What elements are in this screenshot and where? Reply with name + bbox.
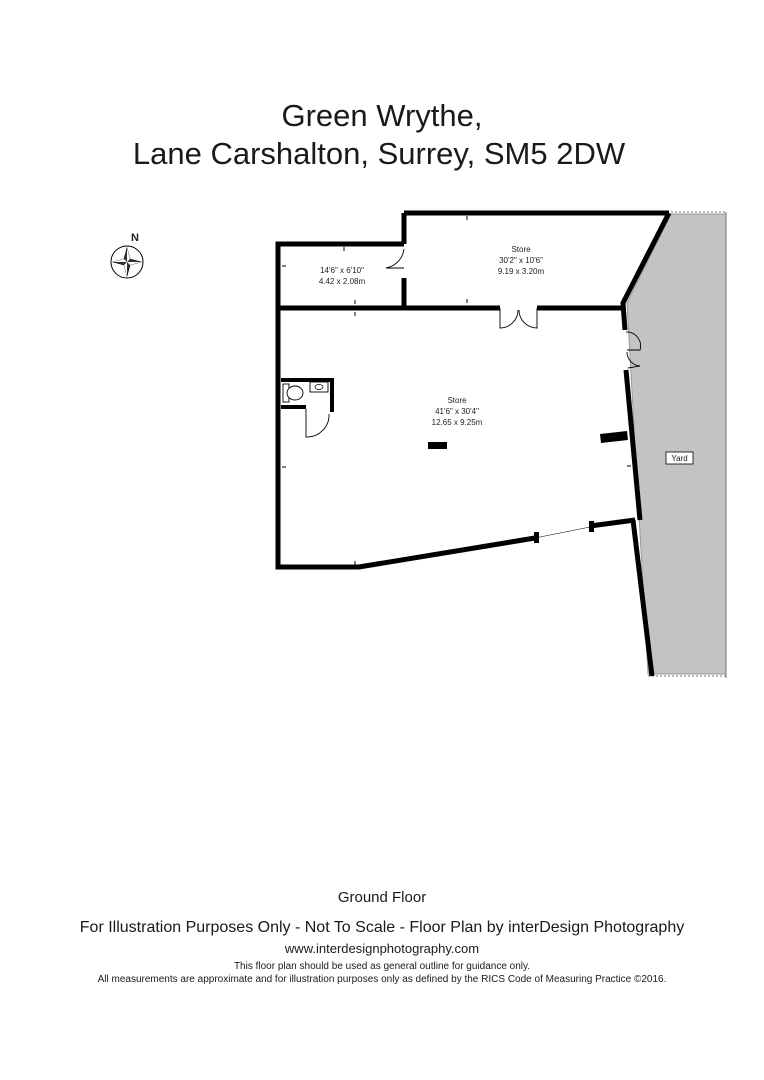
guidance-note: This floor plan should be used as genera… bbox=[233, 961, 531, 972]
room-label-imperial: 30'2" x 10'6" bbox=[499, 256, 543, 265]
room-name: Store bbox=[511, 245, 531, 254]
address-line-1: Green Wrythe, bbox=[281, 98, 483, 133]
room-label-imperial: 41'6" x 30'4" bbox=[435, 407, 479, 416]
doors bbox=[385, 248, 641, 539]
website-link[interactable]: www.interdesignphotography.com bbox=[284, 941, 480, 956]
compass-north-label: N bbox=[131, 232, 139, 244]
sink-icon bbox=[309, 381, 329, 393]
room-label-metric: 12.65 x 9.25m bbox=[432, 418, 483, 427]
compass-rose-icon: N bbox=[110, 232, 144, 279]
address-line-2: Lane Carshalton, Surrey, SM5 2DW bbox=[132, 136, 626, 171]
room-label-metric: 4.42 x 2.08m bbox=[319, 277, 366, 286]
room-label-metric: 9.19 x 3.20m bbox=[498, 267, 545, 276]
pillar bbox=[589, 521, 594, 532]
yard-area bbox=[626, 213, 727, 675]
room-name: Yard bbox=[671, 454, 687, 463]
wc bbox=[281, 378, 334, 438]
pillar bbox=[428, 442, 447, 449]
floor-label: Ground Floor bbox=[337, 889, 427, 906]
measurement-note: All measurements are approximate and for… bbox=[97, 974, 667, 985]
room-label-imperial: 14'6" x 6'10" bbox=[320, 266, 364, 275]
pillar bbox=[600, 431, 628, 443]
room-name: Store bbox=[447, 396, 467, 405]
disclaimer: For Illustration Purposes Only - Not To … bbox=[79, 919, 685, 936]
yard-label-box: Yard bbox=[665, 451, 694, 465]
walls bbox=[275, 210, 672, 677]
pillar bbox=[534, 532, 539, 543]
